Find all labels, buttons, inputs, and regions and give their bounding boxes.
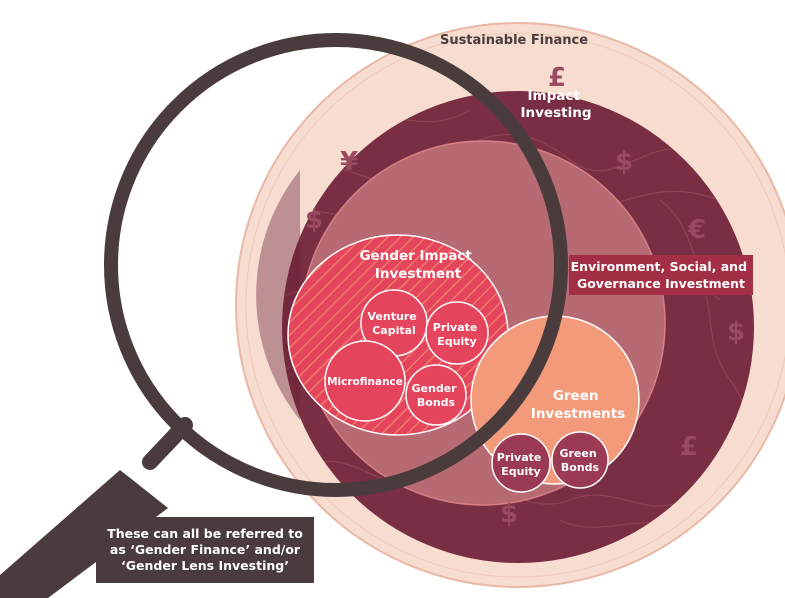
magnifier-neck bbox=[142, 417, 193, 470]
venture-capital-line-2: Capital bbox=[372, 324, 416, 337]
microfinance-circle bbox=[324, 340, 406, 422]
magnifier-lens bbox=[104, 33, 568, 497]
microfinance-label: Microfinance bbox=[327, 376, 403, 388]
venture-capital-label: Venture Capital bbox=[367, 310, 420, 337]
caption-text: These can all be referred to as ‘Gender … bbox=[107, 526, 303, 574]
caption-line-2: as ‘Gender Finance’ and/or bbox=[109, 542, 301, 557]
esg-line-1: Environment, Social, and bbox=[571, 259, 747, 274]
gender-bonds-line-1: Gender bbox=[412, 382, 458, 395]
esg-line-2: Governance Investment bbox=[577, 276, 745, 291]
green-investments-line-1: Green bbox=[553, 388, 599, 404]
private-equity-green-line-2: Equity bbox=[501, 465, 540, 478]
currency-symbols: £ ¥ $ $ € $ £ $ bbox=[305, 63, 745, 529]
green-bonds-line-2: Bonds bbox=[561, 461, 600, 474]
green-bonds-circle bbox=[551, 431, 609, 489]
impact-investing-line-1: Impact bbox=[527, 88, 580, 104]
green-investments-line-2: Investments bbox=[531, 406, 625, 422]
gender-bonds-label: Gender Bonds bbox=[412, 382, 461, 409]
dollar-icon: $ bbox=[727, 317, 745, 347]
pound-icon: £ bbox=[548, 63, 566, 93]
dollar-icon: $ bbox=[500, 499, 518, 529]
venture-capital-line-1: Venture bbox=[367, 310, 416, 323]
caption-line-1: These can all be referred to bbox=[107, 526, 303, 541]
dollar-icon: $ bbox=[305, 205, 323, 235]
magnifier bbox=[0, 33, 568, 598]
green-bonds-line-1: Green bbox=[559, 447, 596, 460]
yen-icon: ¥ bbox=[340, 147, 358, 177]
gender-bonds-circle bbox=[405, 364, 467, 426]
caption-line-3: ‘Gender Lens Investing’ bbox=[121, 558, 289, 573]
gender-bonds-line-2: Bonds bbox=[417, 396, 456, 409]
private-equity-green-label: Private Equity bbox=[497, 451, 545, 478]
gender-impact-line-1: Gender Impact bbox=[359, 248, 472, 264]
impact-investing-line-2: Investing bbox=[521, 105, 592, 121]
private-equity-gender-label: Private Equity bbox=[433, 321, 481, 348]
dollar-icon: $ bbox=[615, 147, 633, 177]
private-equity-green-line-1: Private bbox=[497, 451, 542, 464]
private-equity-gender-line-2: Equity bbox=[437, 335, 476, 348]
esg-label-box bbox=[569, 255, 753, 295]
green-investments-label: Green Investments bbox=[531, 388, 625, 422]
lens-overlay bbox=[256, 170, 300, 420]
magnifier-handle bbox=[0, 470, 168, 598]
sustainable-finance-label: Sustainable Finance bbox=[440, 33, 588, 48]
impact-investing-label: Impact Investing bbox=[521, 88, 592, 121]
esg-label: Environment, Social, and Governance Inve… bbox=[571, 259, 752, 291]
green-bonds-label: Green Bonds bbox=[559, 447, 600, 474]
private-equity-green-circle bbox=[491, 433, 551, 493]
gender-impact-line-2: Investment bbox=[375, 266, 462, 282]
gender-impact-label: Gender Impact Investment bbox=[359, 248, 476, 282]
pound-icon: £ bbox=[680, 432, 698, 462]
euro-icon: € bbox=[687, 215, 706, 245]
private-equity-gender-line-1: Private bbox=[433, 321, 478, 334]
caption-box: These can all be referred to as ‘Gender … bbox=[96, 517, 314, 583]
private-equity-gender-circle bbox=[425, 301, 489, 365]
